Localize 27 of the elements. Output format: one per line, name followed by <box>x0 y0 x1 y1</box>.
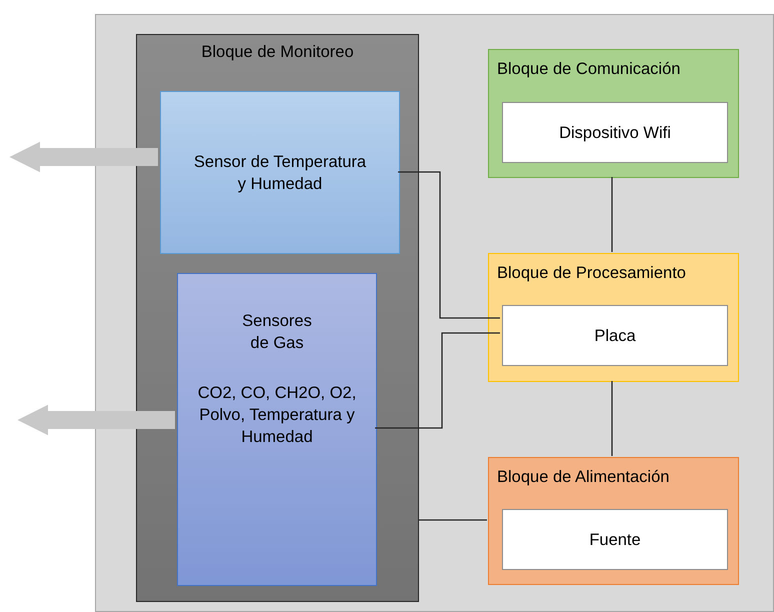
box-label: Fuente <box>589 530 641 550</box>
sensor-box <box>177 273 377 586</box>
connector-line <box>398 171 500 319</box>
box-label: Sensor de Temperatura y Humedad <box>192 152 368 194</box>
block-title: Bloque de Procesamiento <box>497 263 686 284</box>
box-label: Dispositivo Wifi <box>559 122 671 144</box>
output-arrow <box>9 142 158 172</box>
box-label: Placa <box>594 326 636 346</box>
output-arrow <box>17 404 175 436</box>
block-panel <box>488 457 739 585</box>
block-title: Bloque de Comunicación <box>497 59 680 80</box>
box-label: Sensores de Gas <box>241 311 313 354</box>
block-panel <box>488 49 739 178</box>
background-panel <box>95 14 774 612</box>
block-panel <box>136 34 419 602</box>
sensor-box <box>160 91 400 254</box>
device-box <box>502 509 728 570</box>
connector-line <box>418 519 487 521</box>
connector-line <box>375 332 500 429</box>
block-title: Bloque de Alimentación <box>497 467 670 488</box>
device-box <box>502 305 728 366</box>
block-panel <box>488 253 739 382</box>
connector-line <box>611 381 613 456</box>
box-label: CO2, CO, CH2O, O2, Polvo, Temperatura y Humedad <box>196 383 358 448</box>
connector-line <box>611 177 613 252</box>
device-box <box>502 102 728 163</box>
block-title: Bloque de Monitoreo <box>201 42 354 63</box>
